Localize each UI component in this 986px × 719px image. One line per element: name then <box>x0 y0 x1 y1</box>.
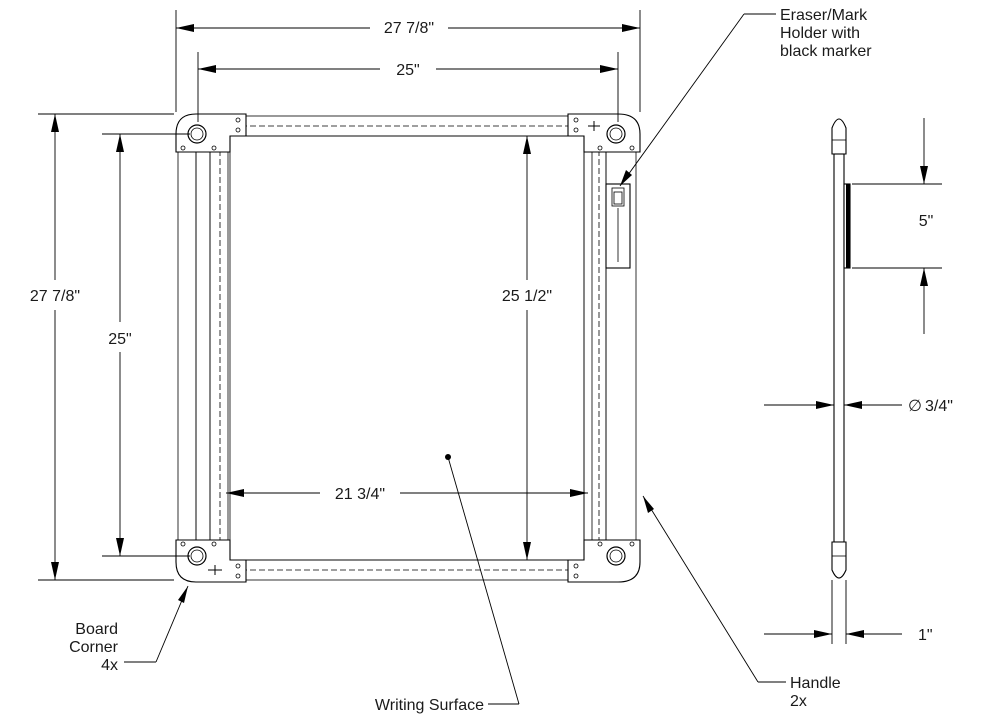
dimension-inner-width <box>197 52 619 122</box>
writing-width-label: 21 3/4" <box>335 486 385 503</box>
eraser-holder <box>605 183 631 269</box>
board-corner-label-3: 4x <box>101 657 118 674</box>
board-corner-top-right <box>567 113 641 153</box>
writing-surface-label: Writing Surface <box>375 697 484 714</box>
eraser-holder-label-3: black marker <box>780 43 872 60</box>
handle-end-label: 1" <box>918 627 933 644</box>
holder-length-label: 5" <box>919 213 934 230</box>
board-corner-top-left <box>175 113 247 153</box>
dimension-overall-width <box>175 10 641 112</box>
dimension-inner-height <box>102 133 190 557</box>
inner-width-label: 25" <box>396 62 419 79</box>
board-corner-bottom-right <box>567 539 641 583</box>
dimension-handle-diameter <box>764 401 902 409</box>
board-corner-leader <box>124 585 189 663</box>
inner-height-label: 25" <box>108 331 131 348</box>
handle-diameter-label: 3/4" <box>925 398 953 415</box>
eraser-holder-label-1: Eraser/Mark <box>780 7 868 24</box>
overall-width-label: 27 7/8" <box>384 20 434 37</box>
handle-label-2: 2x <box>790 693 807 710</box>
writing-surface-leader <box>447 456 520 705</box>
overall-height-label: 27 7/8" <box>30 288 80 305</box>
handle-leader <box>642 495 786 683</box>
board-corner-bottom-left <box>175 539 247 583</box>
dimension-writing-width <box>226 489 588 497</box>
dimension-writing-height <box>523 136 531 560</box>
board-frame <box>177 115 637 581</box>
eraser-holder-label-2: Holder with <box>780 25 860 42</box>
dimension-handle-end <box>764 580 902 644</box>
diameter-symbol: ∅ <box>908 398 922 415</box>
eraser-holder-leader <box>619 13 776 187</box>
dimension-holder-length <box>852 118 942 334</box>
board-corner-label-1: Board <box>75 621 118 638</box>
handle-side-view <box>831 118 851 579</box>
board-corner-label-2: Corner <box>69 639 119 656</box>
handle-label-1: Handle <box>790 675 841 692</box>
dimension-overall-height <box>38 113 174 581</box>
writing-height-label: 25 1/2" <box>502 288 552 305</box>
